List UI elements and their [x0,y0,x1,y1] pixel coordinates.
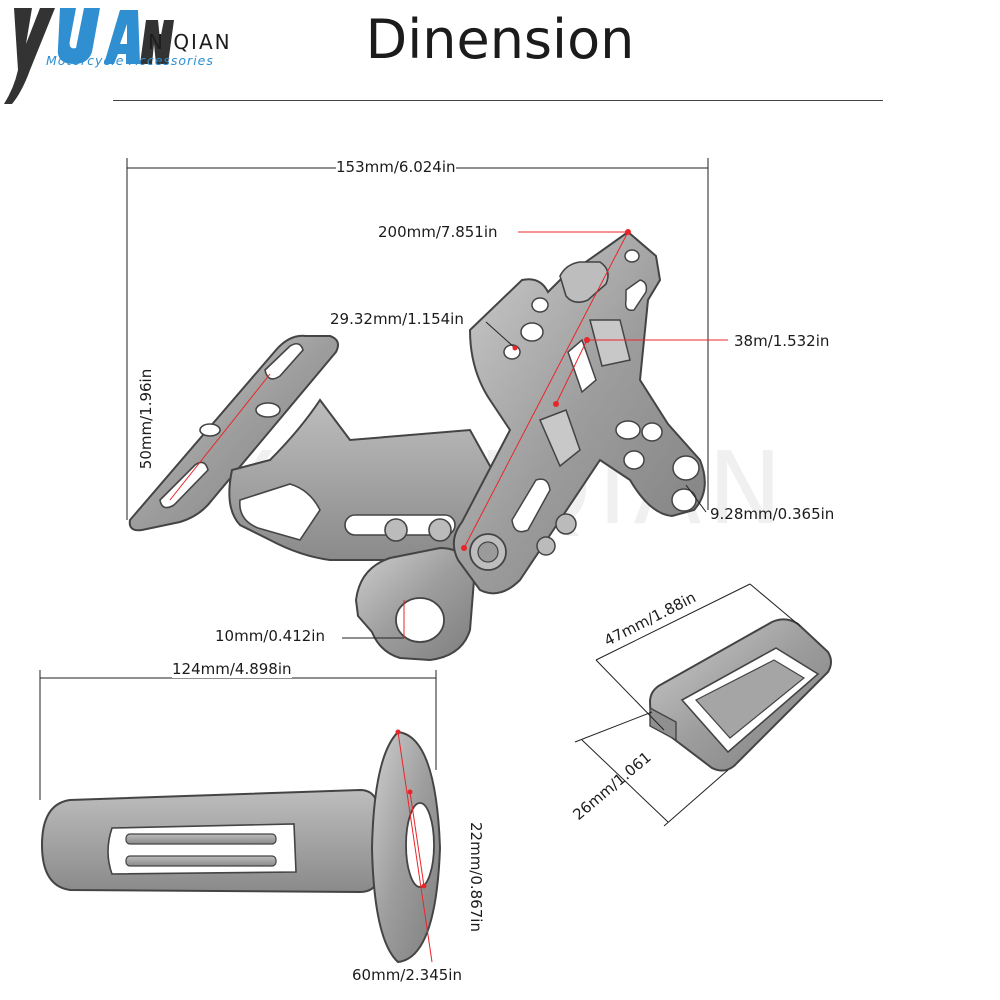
bracket-bar-hole [520,322,544,342]
bracket-accent-lines [169,231,728,638]
bracket-pivot-bolt [477,541,499,563]
dim-ext-reflector-d [663,769,729,827]
dim-leader-hole [685,484,707,513]
dim-label-diagonal-length: 200mm/7.851in [378,223,498,241]
bracket-bar-hole [671,488,697,512]
reflector-dimension-lines [574,583,801,827]
bracket-bolt [428,518,452,542]
dim-ext-reflector-a [595,659,665,731]
marker-dot [395,729,401,735]
bracket-bar-slot [539,409,581,468]
bracket-bar-slot [624,279,648,312]
dim-label-hole-diameter: 9.28mm/0.365in [710,505,835,523]
bracket-bar-hole [531,297,549,313]
bracket-bar-hole [623,450,645,470]
marker-dot [584,337,590,343]
dim-line-slot-spacing [555,339,588,405]
bracket-bar-hole [503,344,521,360]
bracket-side-hole [199,423,221,437]
bracket-bar-hole [624,249,640,263]
dim-line-grip-bore [409,791,425,887]
brand-tagline: Motorcycle Accessories [46,53,214,68]
bracket-bolt [536,536,556,556]
dim-label-total-width: 153mm/6.024in [336,158,456,176]
bracket-bar-hole [615,420,641,440]
marker-dot [407,789,413,795]
bracket-side-hole [255,402,281,418]
bracket-top-tab [559,261,609,304]
bracket-dimension-markers [461,229,631,551]
dim-label-grip-length: 124mm/4.898in [172,660,292,678]
bracket-bar-hole [672,455,700,481]
dim-label-grip-inner-diameter: 22mm/0.867in [467,822,485,932]
logo-letter-y [4,8,55,104]
reflector-lens-inner [695,659,806,739]
header-divider [113,100,883,101]
marker-dot [512,345,518,351]
dim-label-slot-spacing: 38m/1.532in [734,332,830,350]
bracket-bolt [555,513,577,535]
dim-label-clamp-bore: 10mm/0.412in [215,627,325,645]
marker-dot [625,229,631,235]
reflector [648,618,832,772]
grip-accent-lines [397,731,433,963]
dim-ext-reflector-b [749,583,801,627]
logo-letter-n [140,20,174,64]
dim-line-reflector-width [581,739,669,823]
dim-ext-reflector-c [574,711,653,743]
reflector-lip [649,706,677,742]
dim-label-side-height: 50mm/1.96in [137,368,155,470]
bracket-bar-slot [511,478,551,533]
dim-line-grip-flange [397,731,433,963]
bracket-main-bar [452,230,706,595]
logo-letter-u [57,8,100,64]
dim-leader-slot [485,321,516,349]
dim-line-diagonal [463,231,629,549]
marker-dot [421,883,427,889]
bracket-bar-slot [567,338,597,394]
marker-dot [553,401,559,407]
grip-dimension-lines [39,670,437,800]
bracket-bar-hole [641,422,663,442]
marker-dot [461,545,467,551]
dim-label-slot-length: 29.32mm/1.154in [330,310,464,328]
bracket-bar-slot [589,319,631,367]
brand-logo [4,8,174,104]
bracket-arm-cutout [239,483,321,541]
grip-dimension-markers [395,729,427,889]
dim-line-reflector-length [595,583,751,661]
logo-letter-a [104,10,140,64]
grip-pattern-rib [125,855,277,867]
handlebar-grip [40,730,442,964]
dim-label-grip-flange-diameter: 60mm/2.345in [352,966,462,984]
dim-line-side-height [169,373,271,501]
grip-bore [405,802,435,888]
grip-pattern-rib [125,833,277,845]
page-title: Dinension [365,8,635,71]
license-plate-bracket [128,230,706,662]
bracket-clamp-bore [395,597,445,643]
brand-name: N QIAN [148,30,232,54]
bracket-bolt [384,518,408,542]
